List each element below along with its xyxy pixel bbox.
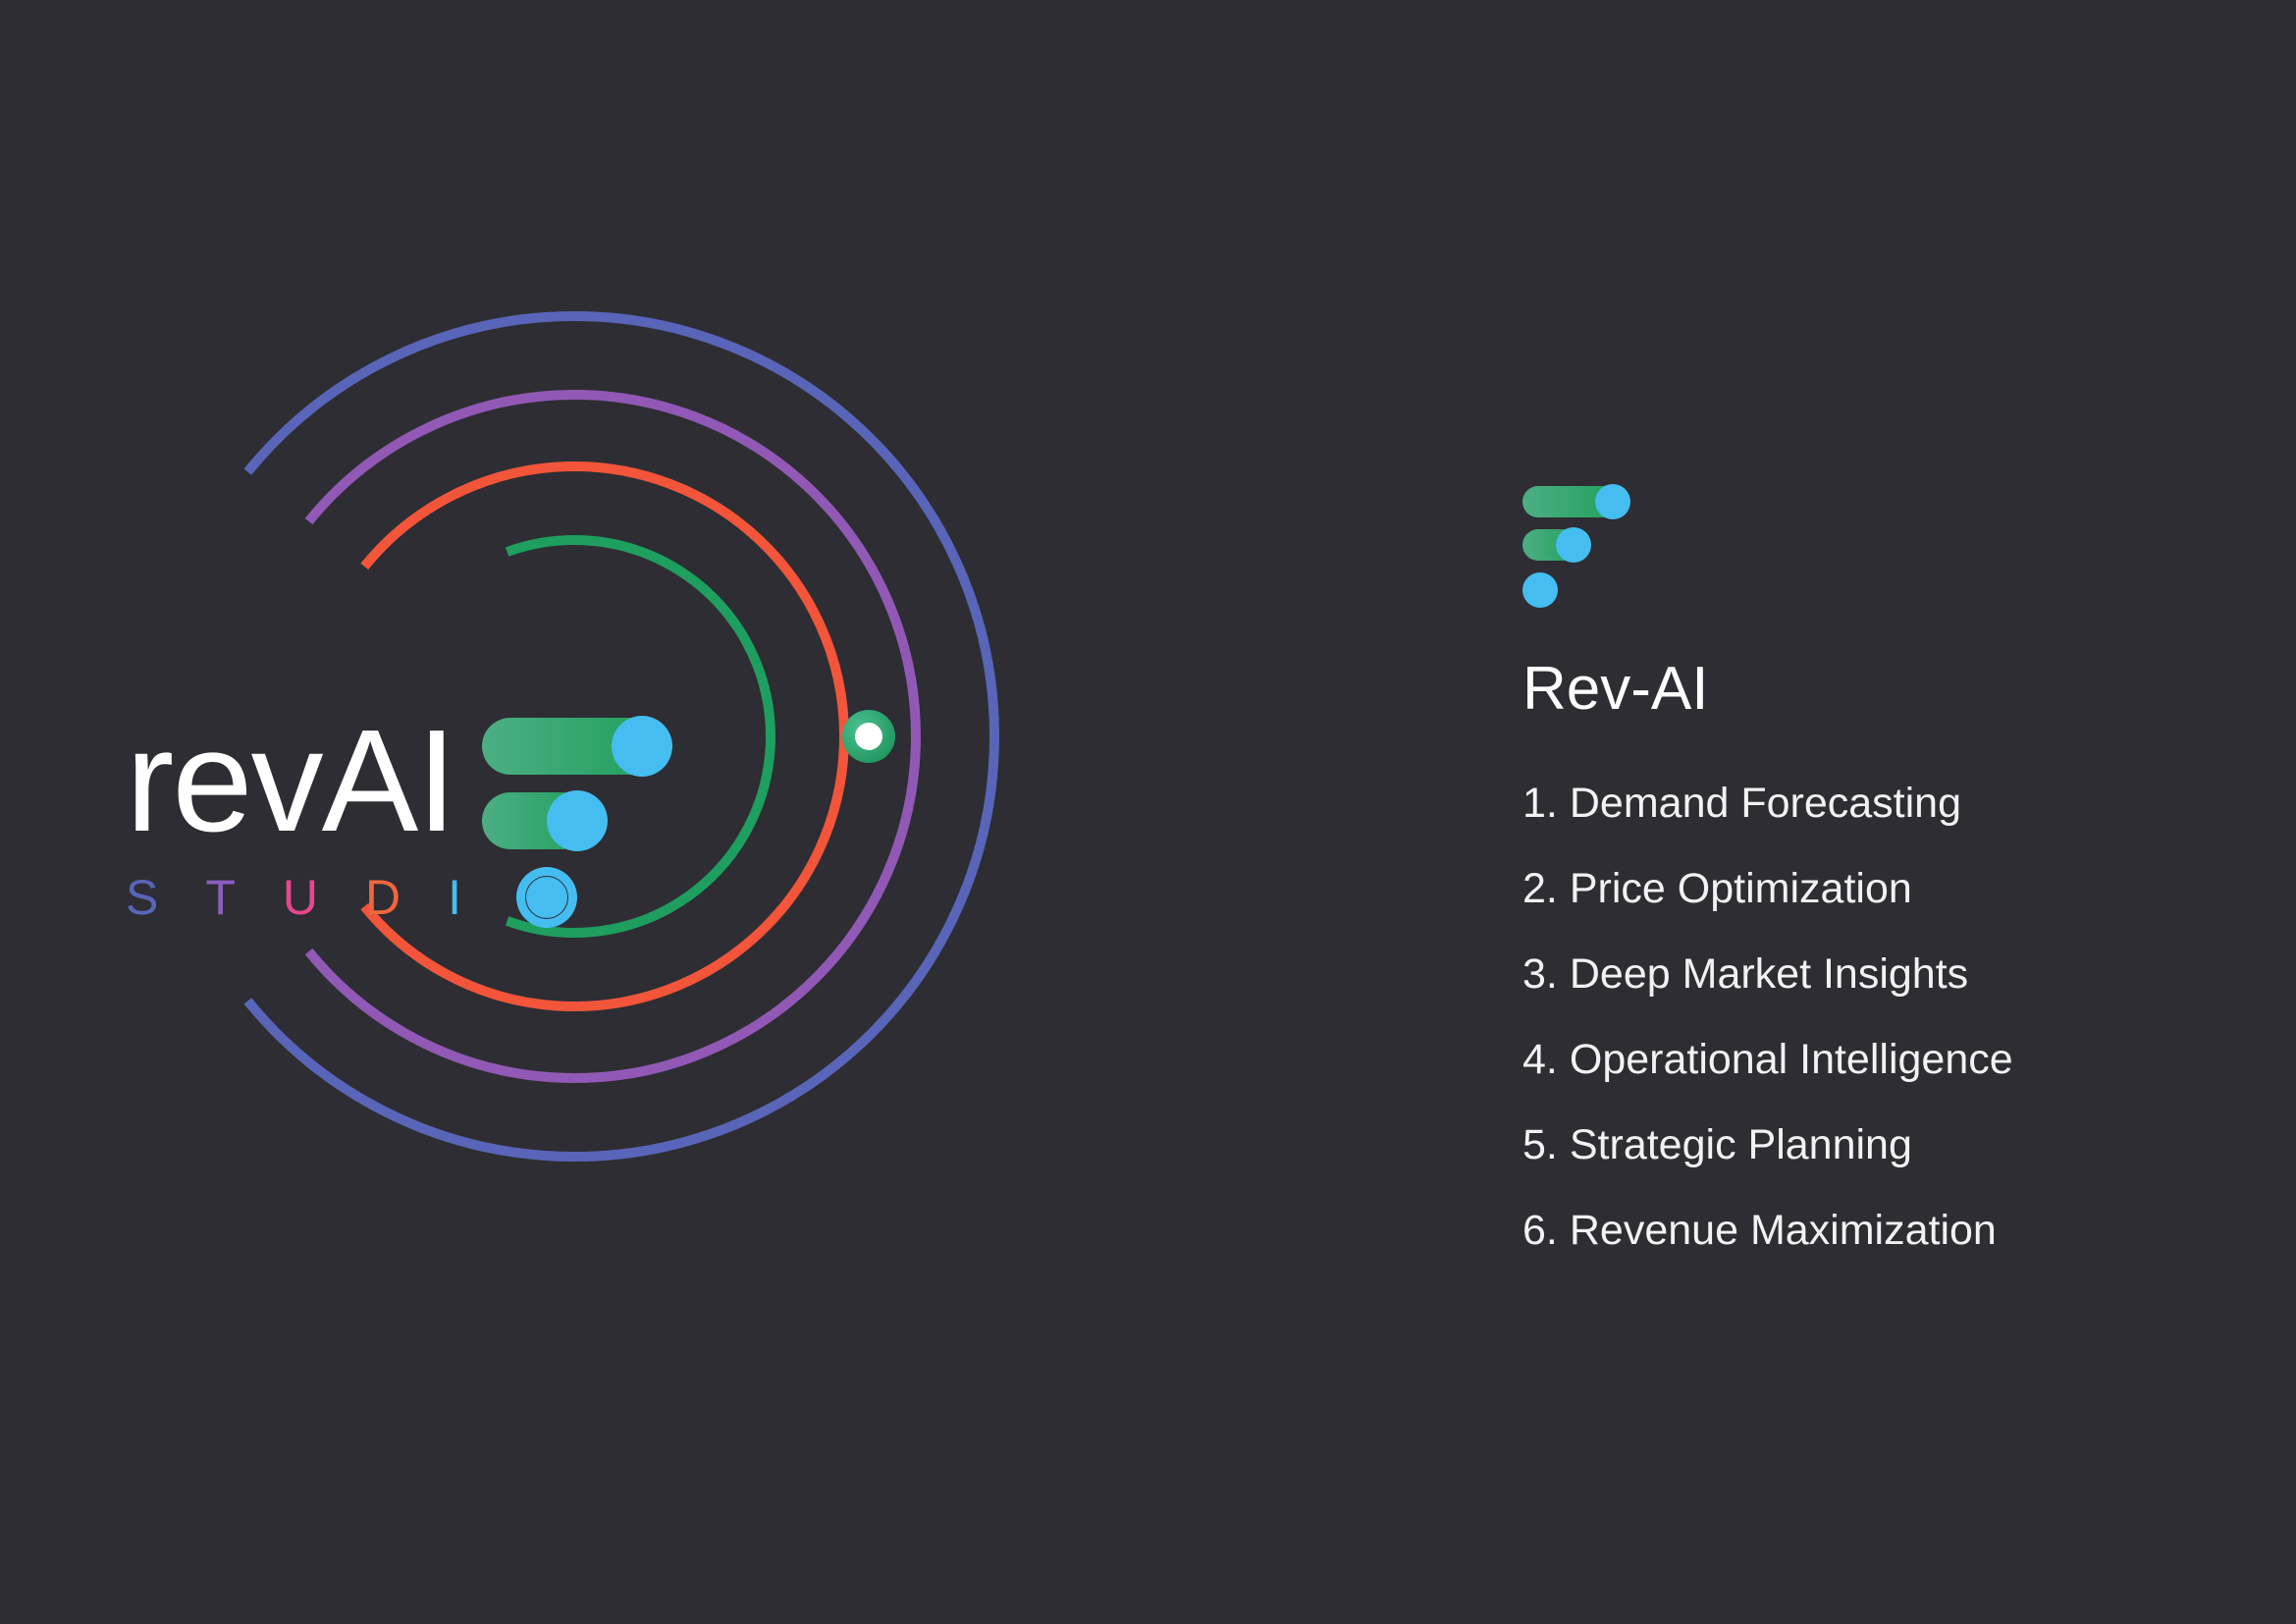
feature-item-label: Price Optimization	[1569, 865, 1912, 912]
tagline-letter-o-ring-icon	[516, 867, 578, 928]
tagline-letter-i: I	[448, 870, 462, 925]
feature-item-label: Revenue Maximization	[1569, 1207, 1997, 1254]
tagline-letter-s: S	[126, 870, 159, 925]
feature-item-index: 6.	[1522, 1207, 1558, 1254]
brand-toggle-pill-2	[482, 790, 609, 851]
active-node-inner-dot	[855, 723, 882, 750]
feature-item-index: 2.	[1522, 865, 1558, 912]
brand-mark-icon	[482, 714, 673, 851]
brand-toggle-pill-1	[482, 716, 673, 777]
feature-item-label: Deep Market Insights	[1569, 950, 1969, 998]
detail-toggle-knob-1	[1595, 484, 1630, 519]
feature-list-item[interactable]: 2.Price Optimization	[1522, 868, 2210, 910]
brand-logo: revAI S T U D I	[126, 709, 774, 929]
feature-list-item[interactable]: 1.Demand Forecasting	[1522, 783, 2210, 825]
feature-list-item[interactable]: 6.Revenue Maximization	[1522, 1210, 2210, 1252]
tagline-letter-u: U	[282, 870, 319, 925]
active-node-outer-circle	[842, 710, 895, 763]
feature-item-index: 3.	[1522, 950, 1558, 998]
feature-item-label: Operational Intelligence	[1569, 1036, 2013, 1083]
detail-toggle-pill-1	[1522, 484, 1630, 519]
detail-mark-icon	[1522, 484, 2210, 608]
feature-list-item[interactable]: 4.Operational Intelligence	[1522, 1039, 2210, 1081]
feature-item-label: Strategic Planning	[1569, 1121, 1912, 1168]
feature-list-item[interactable]: 5.Strategic Planning	[1522, 1124, 2210, 1166]
feature-list-item[interactable]: 3.Deep Market Insights	[1522, 953, 2210, 996]
detail-title: Rev-AI	[1522, 655, 1709, 723]
brand-toggle-knob-2	[547, 790, 609, 851]
detail-dot-icon	[1522, 572, 1558, 608]
feature-item-index: 4.	[1522, 1036, 1558, 1083]
tagline-letter-d: D	[365, 870, 401, 925]
brand-tagline-row: S T U D I	[126, 866, 774, 929]
detail-toggle-pill-2	[1522, 527, 1591, 563]
brand-wordmark-row: revAI	[126, 709, 774, 854]
feature-item-label: Demand Forecasting	[1569, 780, 1962, 827]
detail-toggle-knob-2	[1556, 527, 1591, 563]
tagline-letter-t: T	[205, 870, 236, 925]
brand-toggle-knob-1	[612, 716, 673, 777]
feature-item-index: 1.	[1522, 780, 1558, 827]
brand-wordmark-text: revAI	[126, 700, 456, 862]
feature-item-index: 5.	[1522, 1121, 1558, 1168]
